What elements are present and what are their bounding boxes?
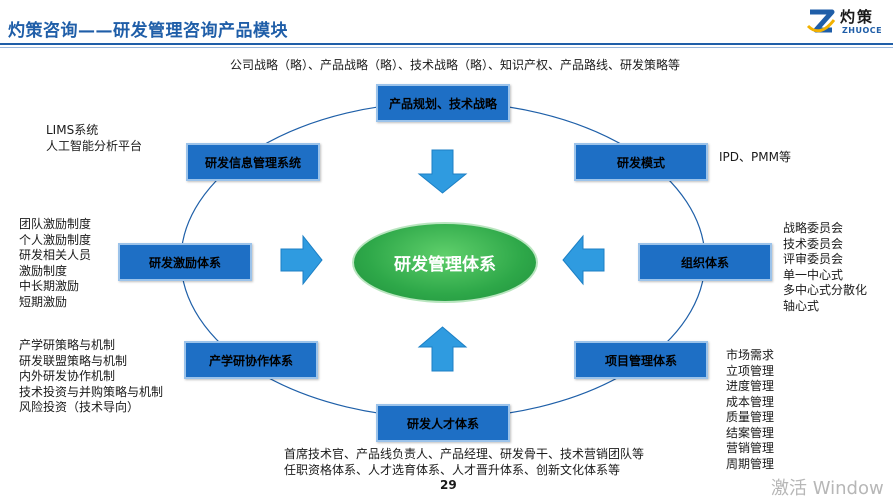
note-line: 单一中心式 bbox=[783, 267, 844, 282]
note-line: 人工智能分析平台 bbox=[46, 138, 143, 153]
note-line: 研发相关人员 bbox=[19, 248, 92, 262]
note-upper-left: LIMS系统 人工智能分析平台 bbox=[46, 123, 142, 154]
note-line: 技术委员会 bbox=[783, 236, 844, 251]
note-line: 多中心式分散化 bbox=[783, 283, 868, 297]
activation-watermark: 激活 Window bbox=[771, 478, 884, 499]
note-line: 任职资格体系、人才选育体系、人才晋升体系、创新文化体系等 bbox=[284, 462, 621, 477]
note-line: 质量管理 bbox=[726, 410, 775, 424]
note-line: 评审委员会 bbox=[783, 252, 844, 266]
note-bottom: 首席技术官、产品线负责人、产品经理、研发骨干、技术营销团队等 任职资格体系、人才… bbox=[284, 447, 644, 478]
module-rd-incentive: 研发激励体系 bbox=[118, 243, 252, 281]
title-divider bbox=[0, 43, 893, 45]
title-divider-thin bbox=[0, 47, 893, 48]
note-line: 周期管理 bbox=[726, 456, 775, 471]
arrow-left-icon bbox=[562, 234, 605, 286]
note-line: 营销管理 bbox=[726, 441, 775, 455]
company-logo: 灼策 ZHUOCE bbox=[806, 6, 888, 38]
arrow-right-icon bbox=[280, 234, 323, 286]
note-line: 成本管理 bbox=[726, 394, 775, 409]
page-number: 29 bbox=[440, 478, 457, 492]
logo-mark-icon bbox=[806, 9, 836, 33]
note-top: 公司战略（略）、产品战略（略）、技术战略（略）、知识产权、产品路线、研发策略等 bbox=[230, 58, 681, 72]
note-line: 技术投资与并购策略与机制 bbox=[19, 384, 164, 399]
note-lower-right: 市场需求 立项管理 进度管理 成本管理 质量管理 结案管理 营销管理 周期管理 bbox=[726, 348, 774, 472]
note-line: 内外研发协作机制 bbox=[19, 369, 116, 383]
note-line: 进度管理 bbox=[726, 379, 775, 393]
note-lower-left: 产学研策略与机制 研发联盟策略与机制 内外研发协作机制 技术投资与并购策略与机制… bbox=[19, 338, 163, 416]
note-line: 战略委员会 bbox=[783, 221, 844, 235]
module-project-management: 项目管理体系 bbox=[574, 341, 708, 379]
note-left: 团队激励制度 个人激励制度 研发相关人员 激励制度 中长期激励 短期激励 bbox=[19, 217, 91, 310]
note-line: 激励制度 bbox=[19, 263, 68, 278]
note-line: 结案管理 bbox=[726, 425, 775, 440]
module-product-planning: 产品规划、技术战略 bbox=[376, 84, 510, 122]
note-line: 产学研策略与机制 bbox=[19, 338, 116, 352]
core-rd-management-system: 研发管理体系 bbox=[352, 222, 538, 303]
note-upper-right: IPD、PMM等 bbox=[719, 150, 791, 164]
module-organization: 组织体系 bbox=[638, 243, 772, 281]
page-title: 灼策咨询——研发管理咨询产品模块 bbox=[8, 21, 288, 41]
module-industry-academia: 产学研协作体系 bbox=[184, 341, 318, 379]
note-line: 首席技术官、产品线负责人、产品经理、研发骨干、技术营销团队等 bbox=[284, 447, 645, 461]
note-right: 战略委员会 技术委员会 评审委员会 单一中心式 多中心式分散化 轴心式 bbox=[783, 221, 867, 314]
logo-text-en: ZHUOCE bbox=[842, 26, 883, 35]
arrow-up-icon bbox=[417, 326, 468, 372]
note-line: 市场需求 bbox=[726, 348, 775, 362]
note-line: 研发联盟策略与机制 bbox=[19, 353, 128, 368]
module-rd-mode: 研发模式 bbox=[574, 143, 708, 181]
arrow-down-icon bbox=[417, 149, 468, 194]
note-line: 立项管理 bbox=[726, 363, 775, 378]
note-line: 团队激励制度 bbox=[19, 217, 92, 231]
note-line: 中长期激励 bbox=[19, 279, 80, 293]
logo-text-cn: 灼策 bbox=[840, 8, 875, 26]
note-line: 风险投资（技术导向） bbox=[19, 400, 140, 414]
module-rd-info-system: 研发信息管理系统 bbox=[186, 143, 320, 181]
module-rd-talent: 研发人才体系 bbox=[376, 404, 510, 442]
note-line: 短期激励 bbox=[19, 294, 68, 309]
note-line: LIMS系统 bbox=[46, 123, 99, 137]
note-line: 个人激励制度 bbox=[19, 232, 92, 247]
note-line: 轴心式 bbox=[783, 298, 820, 313]
